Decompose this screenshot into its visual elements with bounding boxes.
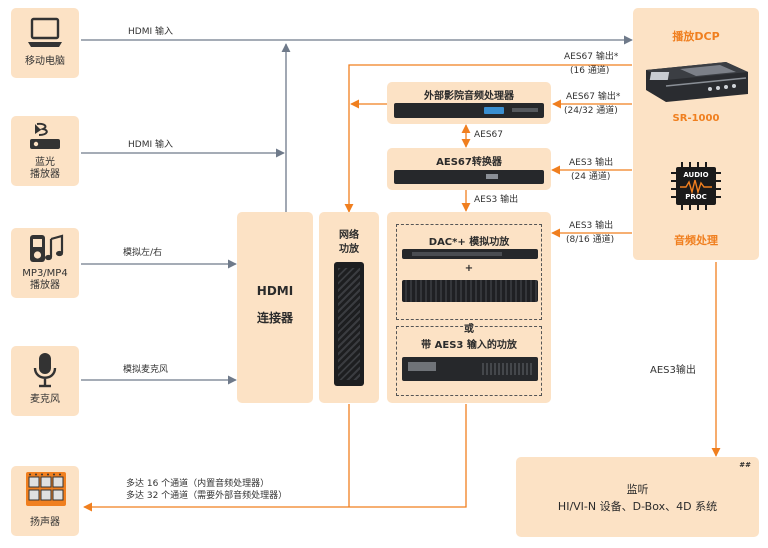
music-player-icon	[30, 234, 64, 262]
aes3-output-1-label: AES3 输出	[569, 158, 614, 168]
dcp-title: 播放DCP	[672, 30, 720, 43]
aes67-output-2-channels: (24/32 通道)	[564, 106, 618, 116]
chip-line1: AUDIO	[683, 171, 709, 179]
laptop-icon	[28, 17, 62, 47]
mp3-device: MP3/MP4 播放器	[11, 228, 79, 298]
speaker-device: 扬声器	[11, 466, 79, 536]
aes67-output-2-label: AES67 输出*	[566, 92, 621, 102]
laptop-device: 移动电脑	[11, 8, 79, 78]
chip-line2: PROC	[685, 193, 707, 201]
hdmi-connector: HDMI 连接器	[237, 212, 313, 403]
mic-label: 麦克风	[30, 394, 60, 405]
aes3-output-2-label: AES3 输出	[569, 221, 614, 231]
mp3-label: MP3/MP4 播放器	[11, 268, 79, 292]
aes67-output-1-channels: (16 通道)	[570, 66, 610, 76]
aes3-amp-group: 带 AES3 输入的功放	[396, 326, 542, 396]
speaker-label: 扬声器	[30, 517, 60, 528]
aes67-conv-title: AES67转换器	[436, 157, 502, 168]
plus-sign: +	[464, 263, 474, 274]
speaker-channels-line2: 多达 32 个通道（需要外部音频处理器）	[126, 491, 288, 501]
mic-device: 麦克风	[11, 346, 79, 416]
hdmi-input-label-1: HDMI 输入	[128, 27, 173, 37]
net-amp-unit-image	[334, 262, 364, 386]
external-audio-processor: 外部影院音频处理器	[387, 82, 551, 124]
dcp-model: SR-1000	[672, 113, 720, 124]
bluray-label: 蓝光 播放器	[11, 157, 79, 181]
net-amp-title: 网络	[339, 230, 359, 241]
aes3-out-link-label: AES3 输出	[474, 195, 519, 205]
analog-lr-label: 模拟左/右	[123, 248, 163, 258]
amps-to-speaker-line	[83, 404, 467, 512]
speaker-array-icon	[26, 472, 66, 506]
monitor-subtitle: HI/VI-N 设备、D-Box、4D 系统	[557, 500, 718, 513]
hdmi-connector-subtitle: 连接器	[256, 311, 293, 325]
hdmi-connector-title: HDMI	[256, 284, 294, 298]
dcp-playback-box: 播放DCP SR-1000 AUDIO PROC 音频处理	[633, 8, 759, 260]
dac-unit-image	[402, 249, 538, 259]
microphone-icon	[33, 353, 57, 388]
hdmi-input-label-2: HDMI 输入	[128, 140, 173, 150]
audio-processing-label: 音频处理	[674, 234, 718, 247]
bluray-device: 蓝光 播放器	[11, 116, 79, 186]
amplifier-group: DAC*+ 模拟功放 + 或 带 AES3 输入的功放	[387, 212, 551, 403]
analog-amp-unit-image	[402, 280, 538, 302]
speaker-channels-line1: 多达 16 个通道（内置音频处理器）	[126, 479, 270, 489]
net-amp-subtitle: 功放	[339, 244, 359, 255]
monitor-title: 监听	[626, 483, 649, 496]
dac-amp-title: DAC*+ 模拟功放	[428, 237, 510, 248]
aes67-out1-line	[344, 64, 632, 213]
analog-mic-label: 模拟麦克风	[123, 365, 169, 375]
monitor-corner-mark: ##	[739, 461, 751, 469]
bluray-icon	[30, 122, 60, 149]
network-amplifier: 网络 功放	[319, 212, 379, 403]
laptop-label: 移动电脑	[25, 56, 65, 67]
dac-amp-group: DAC*+ 模拟功放 +	[396, 224, 542, 320]
aes3-amp-title: 带 AES3 输入的功放	[421, 340, 517, 351]
aes67-conv-unit-image	[394, 170, 544, 184]
aes67-link-label: AES67	[474, 130, 504, 140]
aes3-amp-unit-image	[402, 357, 538, 381]
aes67-converter: AES67转换器	[387, 148, 551, 190]
bluray-text: 蓝光 播放器	[30, 157, 60, 180]
aes3-output-2-channels: (8/16 通道)	[566, 235, 615, 245]
aes67-output-1-label: AES67 输出*	[564, 52, 619, 62]
ext-proc-title: 外部影院音频处理器	[424, 91, 514, 102]
audio-processor-chip-icon: AUDIO PROC	[671, 162, 721, 210]
sr1000-server-image	[646, 62, 748, 102]
monitoring-box: ## 监听 HI/VI-N 设备、D-Box、4D 系统	[516, 457, 759, 537]
mp3-text: MP3/MP4 播放器	[22, 268, 68, 291]
ext-proc-unit-image	[394, 103, 544, 118]
aes3-down-label: AES3输出	[650, 365, 696, 376]
aes3-output-1-channels: (24 通道)	[571, 172, 611, 182]
or-label: 或	[464, 324, 474, 335]
